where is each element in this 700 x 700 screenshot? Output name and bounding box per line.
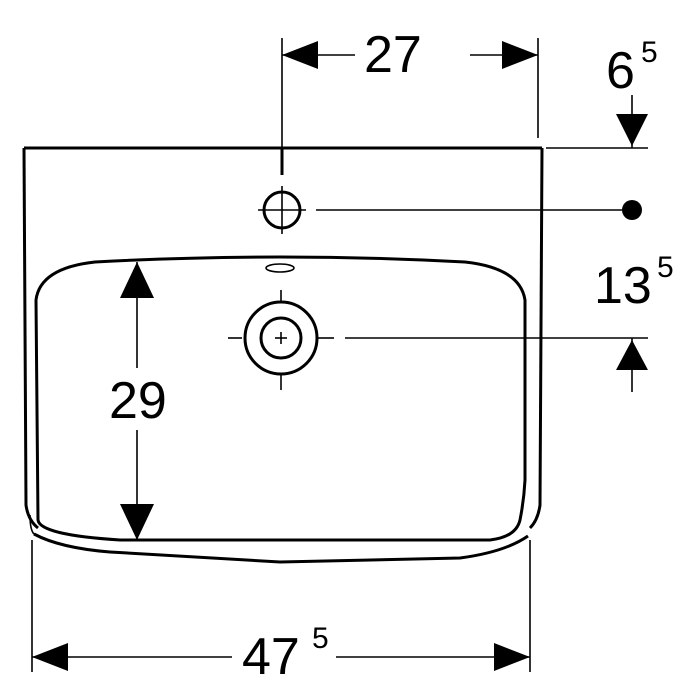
dimension-tap-hole-offset: 27 (281, 26, 539, 175)
dim-label-13-sup: 5 (657, 251, 674, 284)
dim-label-13: 13 (594, 257, 652, 315)
tap-hole (258, 186, 306, 234)
drain (228, 290, 334, 390)
dimension-top-to-tap-hole: 6 5 (546, 36, 658, 149)
dim-label-29: 29 (109, 372, 167, 430)
dimension-overall-width: 47 5 (31, 540, 531, 686)
inner-bowl (34, 255, 527, 542)
dim-label-6-sup: 5 (641, 36, 658, 69)
reference-dot (622, 200, 642, 220)
dimension-tap-to-drain: 13 5 (594, 251, 674, 392)
dim-label-6: 6 (606, 42, 635, 100)
dim-label-47-sup: 5 (312, 622, 329, 655)
dimension-bowl-depth: 29 (109, 262, 167, 540)
basin-outline (22, 146, 544, 564)
dim-label-27: 27 (364, 26, 422, 84)
dim-label-47: 47 (242, 628, 300, 686)
overflow-slot (265, 263, 295, 273)
